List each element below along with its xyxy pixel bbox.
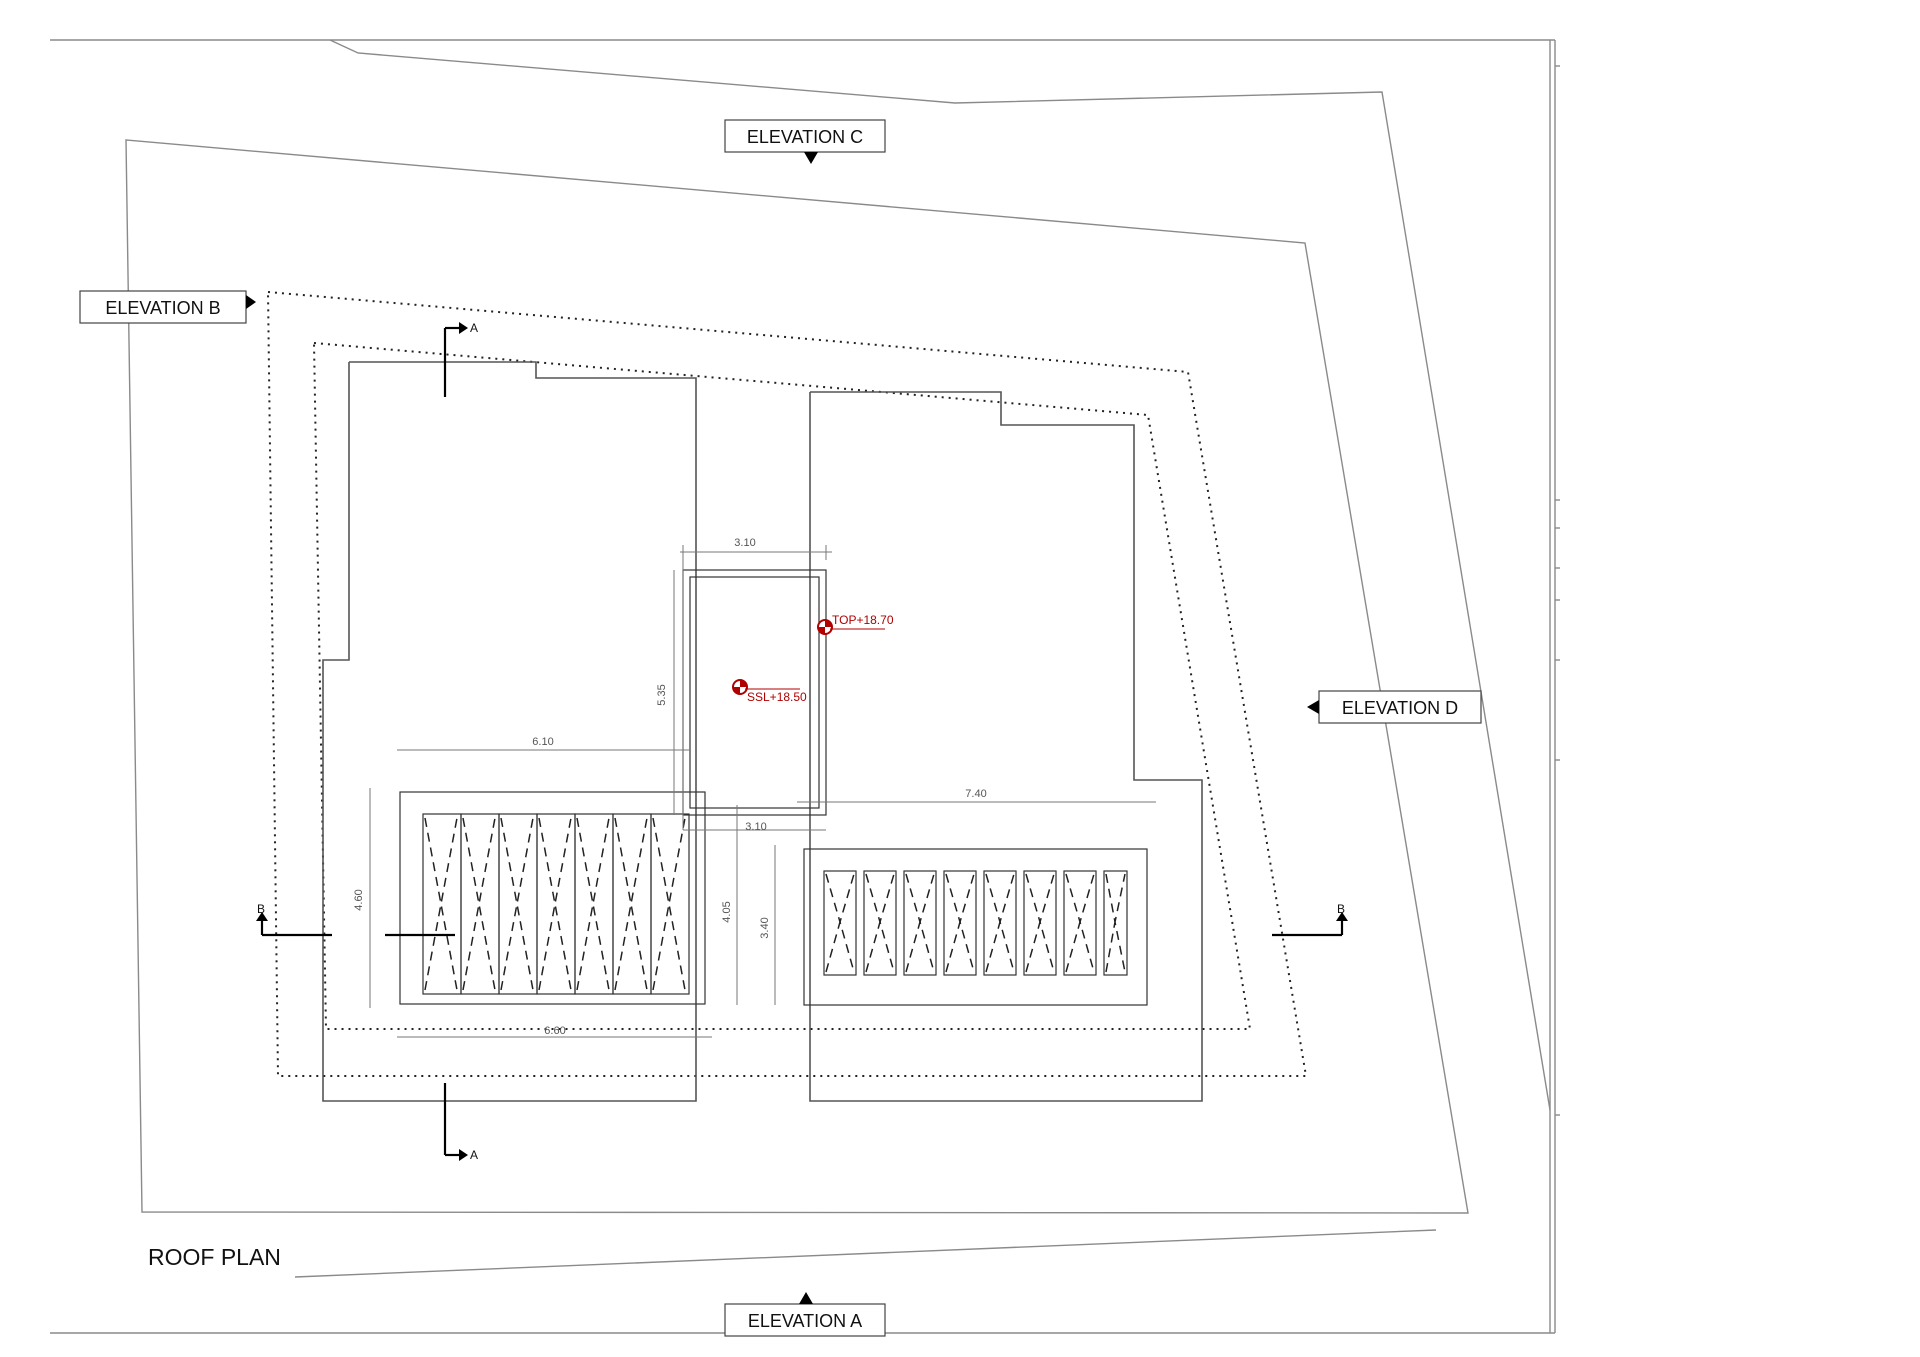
dim-middle-depth: 4.05 — [721, 901, 733, 922]
elevation-tag-d — [1307, 690, 1482, 724]
section-label-b-left: B — [257, 902, 265, 916]
elevation-tag-a — [724, 1292, 886, 1337]
dim-right-width: 7.40 — [965, 788, 986, 800]
solar-array-left — [399, 791, 706, 1005]
elevation-tag-c — [724, 119, 886, 164]
dimension-lines — [369, 545, 1156, 1038]
section-cut-b-right — [1272, 912, 1348, 937]
section-label-a-bottom: A — [470, 1148, 478, 1162]
level-marker-ssl — [732, 679, 800, 695]
dim-stair-width-bottom: 3.10 — [745, 821, 766, 833]
level-marker-top — [817, 619, 885, 635]
section-label-a-top: A — [470, 321, 478, 335]
section-cut-a-top — [443, 322, 468, 397]
elevation-label-b: ELEVATION B — [105, 298, 220, 318]
dim-right-depth: 3.40 — [759, 917, 771, 938]
dim-left-bottom-width: 6.60 — [544, 1025, 565, 1037]
sheet-frame — [50, 39, 1560, 1334]
section-cut-a-bottom — [443, 1083, 468, 1161]
level-label-ssl: SSL+18.50 — [747, 690, 807, 704]
roof-outline-dotted — [267, 291, 1308, 1077]
elevation-label-a: ELEVATION A — [748, 1311, 862, 1331]
site-boundary — [125, 39, 1551, 1278]
level-label-top: TOP+18.70 — [832, 613, 894, 627]
elevation-tag-b — [79, 290, 256, 324]
elevation-label-d: ELEVATION D — [1342, 698, 1458, 718]
section-cut-b-left — [256, 912, 455, 937]
dim-left-depth: 4.60 — [353, 889, 365, 910]
dim-left-width: 6.10 — [532, 736, 553, 748]
building-footprint — [322, 361, 1203, 1102]
drawing-title: ROOF PLAN — [148, 1244, 281, 1270]
section-label-b-right: B — [1337, 902, 1345, 916]
dim-stair-width-top: 3.10 — [734, 537, 755, 549]
solar-array-right — [803, 848, 1148, 1006]
dim-stair-depth: 5.35 — [656, 684, 668, 705]
elevation-label-c: ELEVATION C — [747, 127, 863, 147]
